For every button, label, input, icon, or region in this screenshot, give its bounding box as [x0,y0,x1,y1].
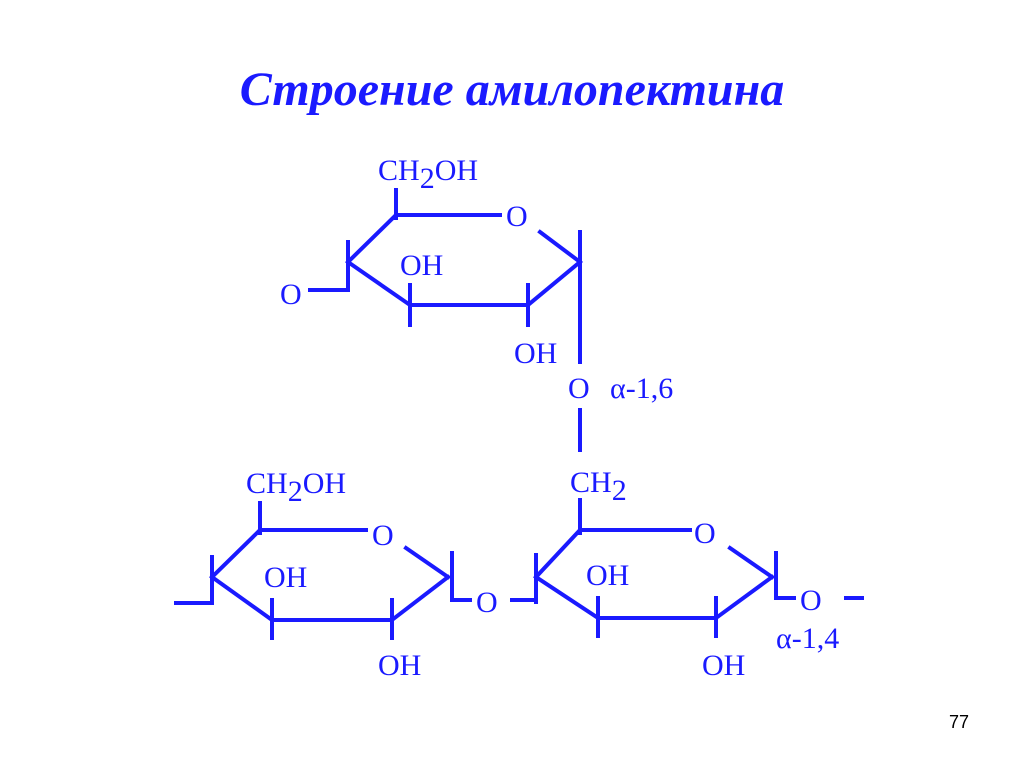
right-ring-c3-c4-bond [533,574,601,621]
top-ring-c3-c4-bond [345,259,413,308]
top-ring-oxygen: O [506,200,528,233]
left-ring-oxygen: O [372,519,394,552]
top-c4-oxygen: O [280,278,302,311]
top-ch2oh-label: CH2OH [378,154,478,195]
right-c2-hydroxyl: OH [702,649,745,682]
left-c2-hydroxyl: OH [378,649,421,682]
left-ring-o-c1-bond [403,545,451,580]
right-glucose-unit: O OH OH [533,498,796,682]
alpha-1-6-linkage: O α-1,6 CH2 [568,280,673,507]
alpha-1-4-terminal-linkage: O α-1,4 [776,584,864,655]
right-c3-hydroxyl: OH [586,559,629,592]
top-c2-hydroxyl: OH [514,337,557,370]
left-ring-c1-c2-bond [389,574,451,623]
slide-title: Строение амилопектина [239,63,785,116]
right-ring-c4-c5-bond [533,527,583,580]
top-ring-o-c1-bond [537,229,583,265]
bridge-oxygen-1-4: O [476,586,498,619]
top-glucose-unit: CH2OH O O OH OH [280,154,583,370]
alpha-1-6-label: α-1,6 [610,372,673,405]
alpha-1-4-label: α-1,4 [776,622,839,655]
left-ch2oh-label: CH2OH [246,467,346,508]
bridge-oxygen-1-6: O [568,372,590,405]
right-ring-o-c1-bond [727,545,775,580]
slide-page-number: 77 [948,712,969,732]
left-c3-hydroxyl: OH [264,561,307,594]
top-ring-c4-c5-bond [345,212,399,265]
left-glucose-unit: CH2OH O OH OH [174,467,472,682]
alpha-1-4-inner-linkage: O [476,586,536,619]
top-ring-c1-c2-bond [525,259,583,308]
terminal-oxygen: O [800,584,822,617]
left-ring-c4-c5-bond [209,527,263,580]
right-ring-c1-c2-bond [713,574,775,621]
ch2-label: CH2 [570,466,627,507]
right-ring-oxygen: O [694,517,716,550]
top-c3-hydroxyl: OH [400,249,443,282]
left-ring-c3-c4-bond [209,574,275,623]
